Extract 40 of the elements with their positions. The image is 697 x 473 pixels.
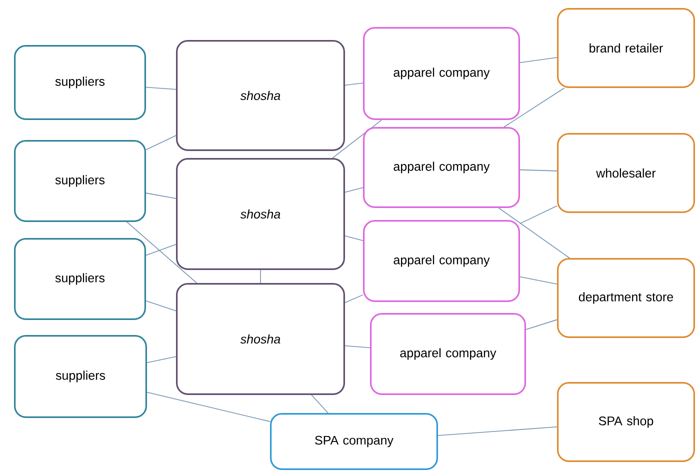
connector-line — [344, 82, 364, 86]
apparel-company-box: apparel company — [363, 127, 520, 208]
supplier-box: suppliers — [14, 334, 147, 418]
retailer-box: department store — [557, 258, 695, 338]
spa-company-box: SPA company — [270, 412, 438, 470]
connector-line — [260, 270, 261, 284]
connector-line — [438, 426, 558, 436]
connector-line — [526, 319, 558, 330]
connector-line — [146, 244, 176, 256]
retailer-box: brand retailer — [557, 8, 695, 88]
retailer-box: SPA shop — [557, 382, 695, 462]
connector-line — [332, 120, 382, 158]
connector-line — [344, 236, 364, 241]
trading-company-box: shosha — [176, 282, 345, 395]
connector-line — [146, 86, 176, 90]
connector-line — [146, 300, 176, 312]
connector-line — [504, 88, 565, 128]
connector-line — [344, 294, 364, 303]
supplier-box: suppliers — [14, 238, 146, 320]
connector-line — [146, 135, 176, 150]
connector-line — [311, 394, 328, 414]
retailer-box: wholesaler — [557, 132, 695, 213]
connector-line — [146, 392, 270, 422]
connector-line — [146, 192, 176, 199]
supplier-box: suppliers — [14, 140, 146, 222]
connector-line — [146, 356, 176, 364]
connector-line — [126, 222, 198, 284]
connector-line — [520, 205, 558, 224]
apparel-company-box: apparel company — [370, 312, 526, 395]
connector-line — [344, 187, 364, 193]
connector-line — [520, 169, 558, 172]
connector-line — [520, 57, 558, 64]
supplier-box: suppliers — [14, 45, 146, 120]
apparel-company-box: apparel company — [363, 220, 520, 302]
connector-line — [520, 276, 558, 285]
trading-company-box: shosha — [176, 158, 345, 270]
trading-company-box: shosha — [176, 40, 345, 151]
connector-line — [344, 345, 370, 348]
apparel-company-box: apparel company — [363, 27, 520, 120]
connector-line — [498, 208, 570, 258]
